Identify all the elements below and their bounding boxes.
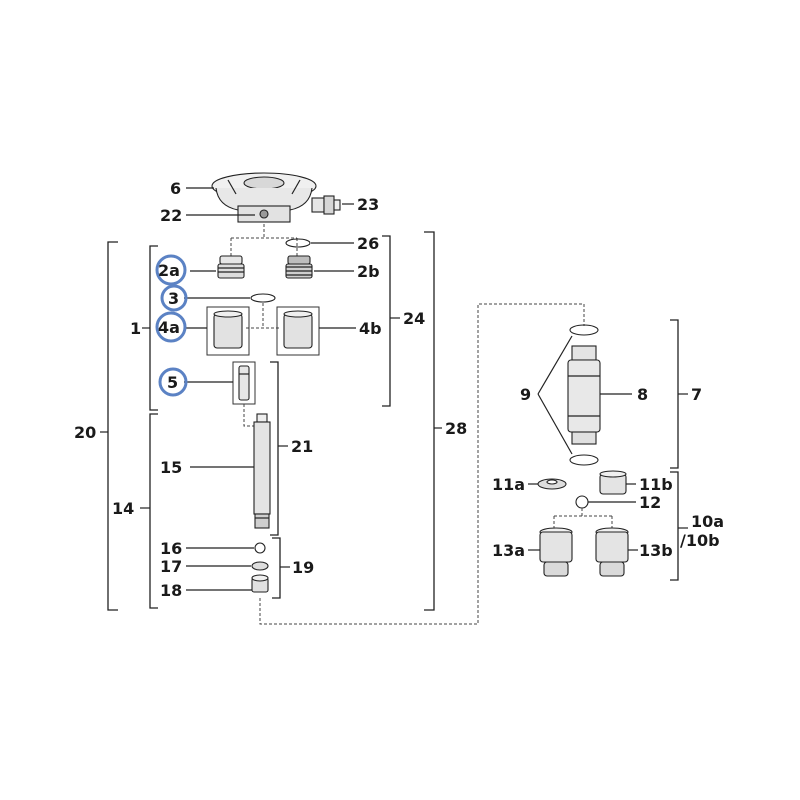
label-12: 12 <box>639 493 661 512</box>
label-6: 6 <box>170 179 181 198</box>
label-11b: 11b <box>639 475 673 494</box>
housing-13b-part <box>595 527 629 577</box>
label-4a: 4a <box>158 318 180 337</box>
washer-17-part <box>251 561 269 571</box>
seal-9-top-part <box>569 324 599 336</box>
label-15: 15 <box>160 458 182 477</box>
label-22: 22 <box>160 206 182 225</box>
label-5: 5 <box>167 373 178 392</box>
label-11a: 11a <box>492 475 525 494</box>
label-28: 28 <box>445 419 467 438</box>
callout-5-highlight <box>158 367 188 397</box>
label-3: 3 <box>168 289 179 308</box>
label-2b: 2b <box>357 262 380 281</box>
valve-2a-part <box>217 255 245 279</box>
label-4b: 4b <box>359 319 382 338</box>
label-10a: 10a <box>691 512 724 531</box>
label-9: 9 <box>520 385 531 404</box>
label-26: 26 <box>357 234 379 253</box>
cartridge-8-part <box>567 345 601 445</box>
insert-5-part <box>238 365 250 401</box>
label-7: 7 <box>691 385 702 404</box>
housing-13a-part <box>539 527 573 577</box>
label-13b: 13b <box>639 541 673 560</box>
label-17: 17 <box>160 557 182 576</box>
callout-2a-highlight <box>155 254 187 286</box>
valve-2b-part <box>285 255 313 279</box>
label-21: 21 <box>291 437 313 456</box>
label-13a: 13a <box>492 541 525 560</box>
ball-12-part <box>575 495 589 509</box>
label-10b: /10b <box>680 531 720 550</box>
fitting-part <box>311 195 341 215</box>
label-23: 23 <box>357 195 379 214</box>
cylinder-4b-part <box>283 310 313 349</box>
cylinder-4a-part <box>213 310 243 349</box>
seat-11b-part <box>599 470 627 495</box>
callout-4a-highlight <box>155 311 187 343</box>
label-24: 24 <box>403 309 425 328</box>
plug-18-part <box>251 574 269 593</box>
ball-16-part <box>254 542 266 554</box>
rod-15-part <box>253 413 271 529</box>
callout-3-highlight <box>160 284 188 312</box>
label-1: 1 <box>130 319 141 338</box>
label-8: 8 <box>637 385 648 404</box>
pump-head-part <box>211 172 317 223</box>
seal-9-bottom-part <box>569 454 599 466</box>
label-14: 14 <box>112 499 134 518</box>
label-2a: 2a <box>158 261 180 280</box>
label-19: 19 <box>292 558 314 577</box>
label-16: 16 <box>160 539 182 558</box>
label-18: 18 <box>160 581 182 600</box>
seat-11a-part <box>537 478 567 490</box>
label-20: 20 <box>74 423 96 442</box>
